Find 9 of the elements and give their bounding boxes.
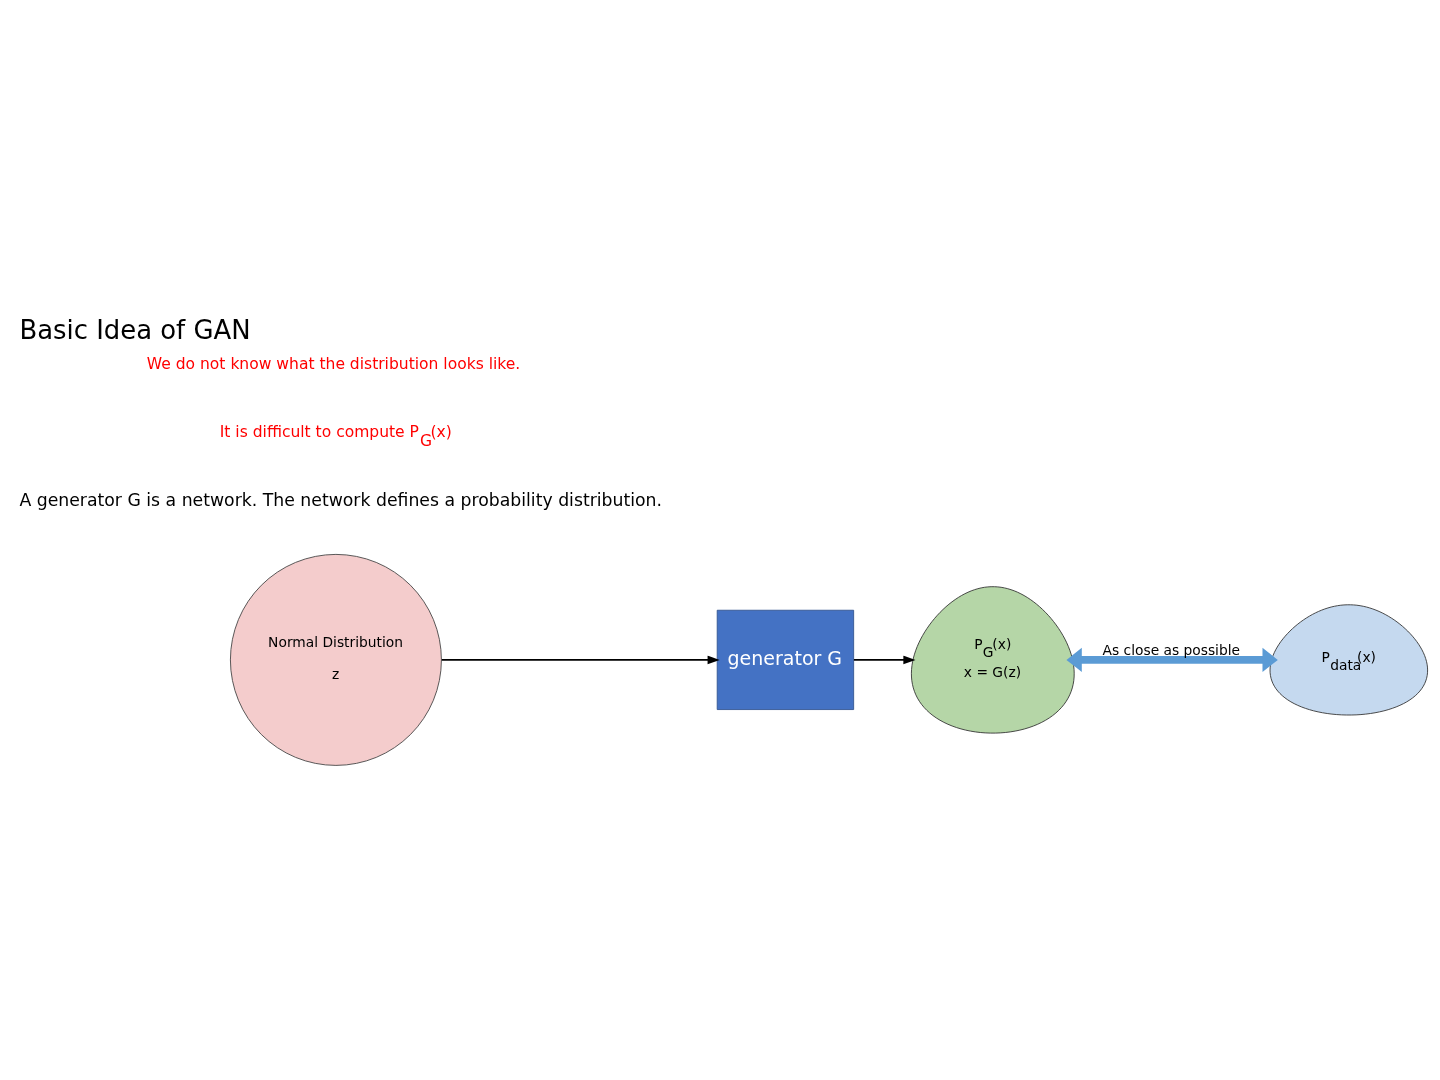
arrow	[853, 655, 916, 665]
arrow	[440, 655, 720, 665]
diagram-title: Basic Idea of GAN	[19, 314, 251, 345]
node-box: generator G	[716, 609, 855, 710]
arrow	[1066, 647, 1278, 672]
edge-label: As close as possible	[1102, 642, 1241, 659]
label: A generator G is a network. The network defines a probability distribution.	[19, 490, 663, 511]
label: We do not know what the distribution looks like.	[146, 355, 521, 374]
node-circle: Normal Distribution z	[230, 553, 442, 766]
